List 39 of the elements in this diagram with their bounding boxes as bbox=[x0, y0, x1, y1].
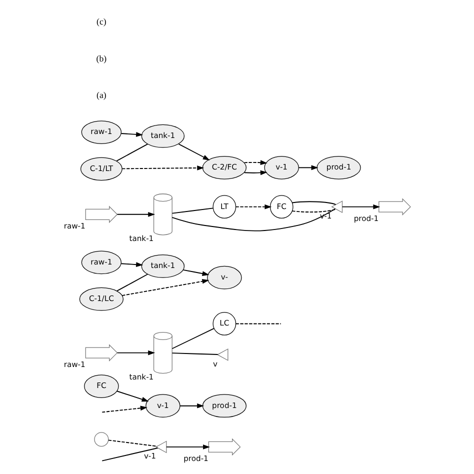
node-arrow bbox=[208, 438, 241, 456]
arrow bbox=[116, 390, 149, 402]
arrow bbox=[235, 204, 272, 210]
node-valve bbox=[331, 200, 343, 214]
arrow bbox=[122, 166, 204, 170]
arrow bbox=[244, 170, 268, 176]
arrow bbox=[116, 350, 156, 356]
arrow bbox=[120, 262, 144, 267]
arrow bbox=[166, 444, 210, 450]
node-arrow bbox=[85, 344, 118, 362]
connector bbox=[172, 352, 218, 355]
arrow bbox=[298, 165, 318, 170]
connector bbox=[235, 323, 282, 324]
node-arrow bbox=[378, 198, 411, 216]
connector bbox=[172, 328, 214, 350]
arrow bbox=[180, 403, 204, 408]
node-valve bbox=[155, 440, 167, 454]
connector bbox=[116, 274, 148, 292]
arrow bbox=[102, 406, 148, 413]
connector bbox=[116, 144, 148, 162]
label: (a) bbox=[96, 90, 106, 100]
label: (b) bbox=[96, 53, 107, 64]
connector bbox=[292, 201, 336, 206]
arrow bbox=[120, 132, 144, 137]
node-circle bbox=[94, 432, 109, 447]
arrow bbox=[244, 160, 268, 166]
node-valve bbox=[216, 348, 228, 361]
arrow bbox=[342, 204, 380, 210]
arrow bbox=[122, 278, 210, 296]
connector bbox=[172, 208, 214, 214]
label: (c) bbox=[96, 16, 106, 27]
connector bbox=[108, 440, 158, 447]
node-arrow bbox=[85, 206, 118, 224]
arrow bbox=[182, 269, 210, 276]
arrow bbox=[178, 144, 210, 160]
connector bbox=[292, 208, 336, 212]
connector bbox=[172, 208, 336, 232]
connector bbox=[102, 448, 158, 462]
arrow bbox=[116, 212, 156, 217]
